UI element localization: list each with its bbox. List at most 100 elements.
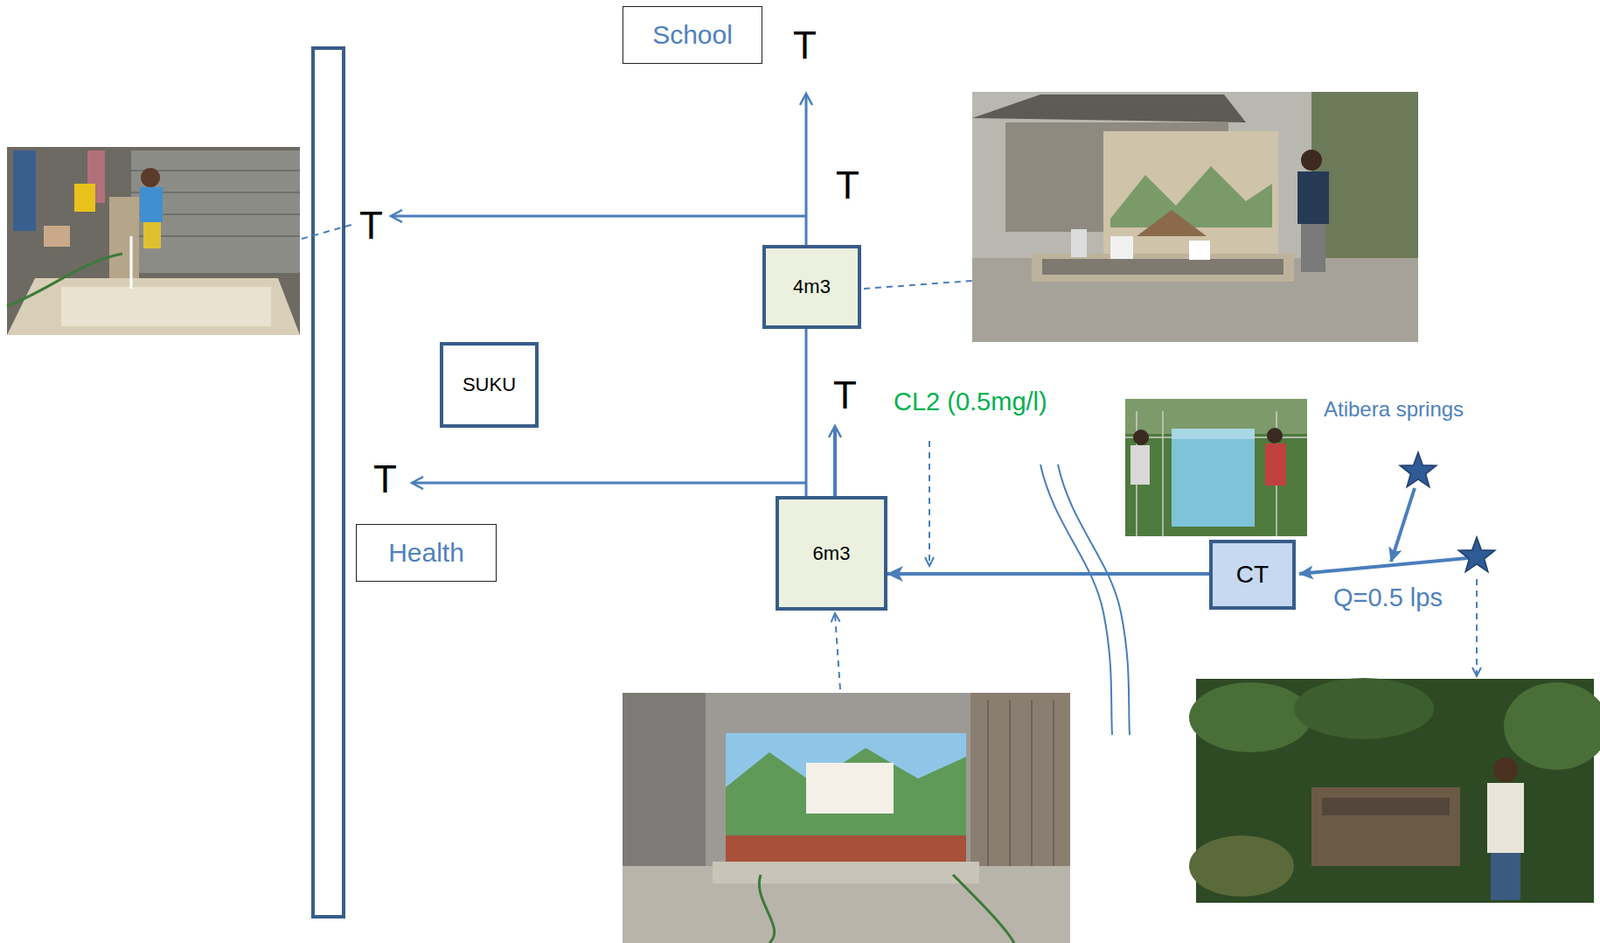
pipe-lines-part bbox=[391, 215, 807, 218]
photo-tap-part bbox=[13, 150, 36, 231]
photo-collection-tank-part bbox=[1133, 429, 1149, 446]
pipe-lines-part bbox=[412, 481, 807, 485]
photo-tank-6m3-part bbox=[970, 692, 1071, 877]
tap-mark: T bbox=[359, 206, 383, 245]
location-box: School bbox=[622, 6, 763, 64]
photo-collection-tank-part bbox=[1266, 427, 1283, 444]
box-label: 4m3 bbox=[793, 275, 831, 298]
photo-tank-6m3-part-part bbox=[1052, 699, 1055, 875]
flow-rate: Q=0.5 lps bbox=[1333, 584, 1443, 611]
tap-mark: T bbox=[373, 459, 397, 499]
photo-tank-4m3-part bbox=[972, 91, 1419, 342]
photo-spring-part bbox=[1189, 834, 1294, 897]
tap-mark: T bbox=[793, 26, 817, 65]
pipe-lines-part bbox=[805, 94, 808, 245]
photo-tank-4m3-part bbox=[1031, 253, 1294, 282]
photo-tank-4m3-part bbox=[1300, 223, 1326, 272]
photo-tap-part bbox=[74, 183, 96, 212]
photo-tap-part bbox=[109, 196, 140, 285]
leader-lines-part bbox=[301, 224, 352, 239]
tap-mark: T bbox=[835, 166, 860, 205]
photo-tank-4m3-part bbox=[1042, 258, 1284, 275]
spring-star bbox=[1458, 536, 1496, 572]
box-label: SUKU bbox=[462, 373, 516, 396]
box-label: CT bbox=[1236, 560, 1269, 589]
photo-spring-part bbox=[1490, 852, 1521, 900]
leader-lines-part bbox=[1475, 578, 1478, 675]
photo-tank-6m3-part bbox=[622, 692, 1071, 943]
photo-tank-4m3-part bbox=[1136, 209, 1207, 237]
photo-collection-tank-part bbox=[1265, 443, 1287, 486]
photo-tap-part bbox=[139, 187, 163, 223]
tap-mark: T bbox=[833, 375, 857, 415]
leader-lines bbox=[301, 224, 1477, 689]
photo-tap-part bbox=[131, 150, 300, 273]
photo-tap-part bbox=[61, 286, 272, 327]
box-label: 6m3 bbox=[813, 542, 851, 564]
photo-tank-4m3-part bbox=[1300, 149, 1322, 171]
pipe-connector bbox=[805, 328, 808, 496]
photo-tank-6m3-part bbox=[725, 747, 967, 864]
chlorine-note: CL2 (0.5mg/l) bbox=[893, 389, 1048, 415]
photo-collection-tank-part-part bbox=[1161, 410, 1164, 536]
photo-tank-6m3-part-part bbox=[987, 699, 989, 875]
photo-tap-part bbox=[43, 225, 70, 247]
photo-collection-tank-part bbox=[1171, 428, 1255, 439]
photo-tank-4m3-part bbox=[1110, 236, 1134, 259]
spring-lines bbox=[1299, 487, 1477, 574]
pipe-connector bbox=[887, 571, 1210, 576]
photo-tank-4m3-part bbox=[1103, 131, 1279, 272]
photo-tank-6m3-part bbox=[622, 692, 706, 868]
photo-spring-part bbox=[1293, 677, 1434, 739]
photo-spring bbox=[1189, 677, 1600, 903]
photo-tap bbox=[6, 146, 300, 335]
photo-tank-4m3 bbox=[972, 91, 1419, 342]
photo-tap-part bbox=[143, 222, 161, 249]
photo-tank-6m3-part-part bbox=[1030, 699, 1033, 875]
tank-box: 4m3 bbox=[762, 244, 862, 329]
photo-collection-tank-part bbox=[1171, 428, 1255, 527]
photo-spring-part bbox=[1487, 782, 1524, 853]
spring-star bbox=[1399, 452, 1437, 487]
photo-tap-part bbox=[130, 236, 133, 289]
photo-tank-6m3-part bbox=[987, 699, 1054, 875]
photo-spring-part bbox=[1321, 797, 1450, 815]
photo-tank-6m3 bbox=[622, 692, 1071, 943]
leader-lines-part bbox=[928, 440, 931, 565]
spring-lines-part bbox=[1391, 487, 1415, 562]
photo-tank-6m3-part bbox=[712, 861, 980, 884]
photo-tap-part bbox=[6, 253, 123, 307]
photo-spring-part bbox=[1311, 786, 1461, 866]
photo-tap-part bbox=[140, 167, 160, 188]
photo-tank-6m3-part bbox=[953, 874, 1015, 943]
photo-tap-part bbox=[6, 146, 300, 335]
photo-tank-4m3-part bbox=[972, 94, 1246, 123]
location-box: Health bbox=[355, 523, 497, 582]
photo-collection-tank-part bbox=[1125, 410, 1308, 536]
photo-tank-6m3-part bbox=[758, 874, 774, 943]
tank-box: 6m3 bbox=[775, 495, 888, 611]
photo-collection-tank-part bbox=[1130, 445, 1150, 485]
photo-tank-6m3-part-part bbox=[1008, 699, 1011, 875]
spring-lines-part bbox=[1299, 556, 1477, 574]
photo-spring-part bbox=[1493, 757, 1518, 782]
photo-tap-part bbox=[6, 278, 300, 335]
photo-tank-6m3-part bbox=[725, 834, 967, 864]
photo-tank-4m3-part bbox=[1189, 240, 1211, 260]
pipe-lines-part bbox=[833, 426, 837, 496]
photo-tank-6m3-part bbox=[725, 732, 967, 864]
photo-tank-4m3-part bbox=[1071, 229, 1087, 258]
leader-lines-part bbox=[834, 613, 841, 689]
photo-collection-tank bbox=[1125, 398, 1308, 536]
photo-collection-tank-part bbox=[1125, 398, 1308, 536]
collection-tank-box: CT bbox=[1209, 539, 1296, 610]
suku-box: SUKU bbox=[439, 341, 539, 428]
photo-tank-6m3-part bbox=[806, 762, 894, 814]
photo-tank-4m3-part bbox=[1297, 171, 1329, 224]
spring-name: Atibera springs bbox=[1323, 398, 1464, 420]
photo-spring-part bbox=[1503, 681, 1600, 770]
box-label: Health bbox=[388, 537, 465, 569]
